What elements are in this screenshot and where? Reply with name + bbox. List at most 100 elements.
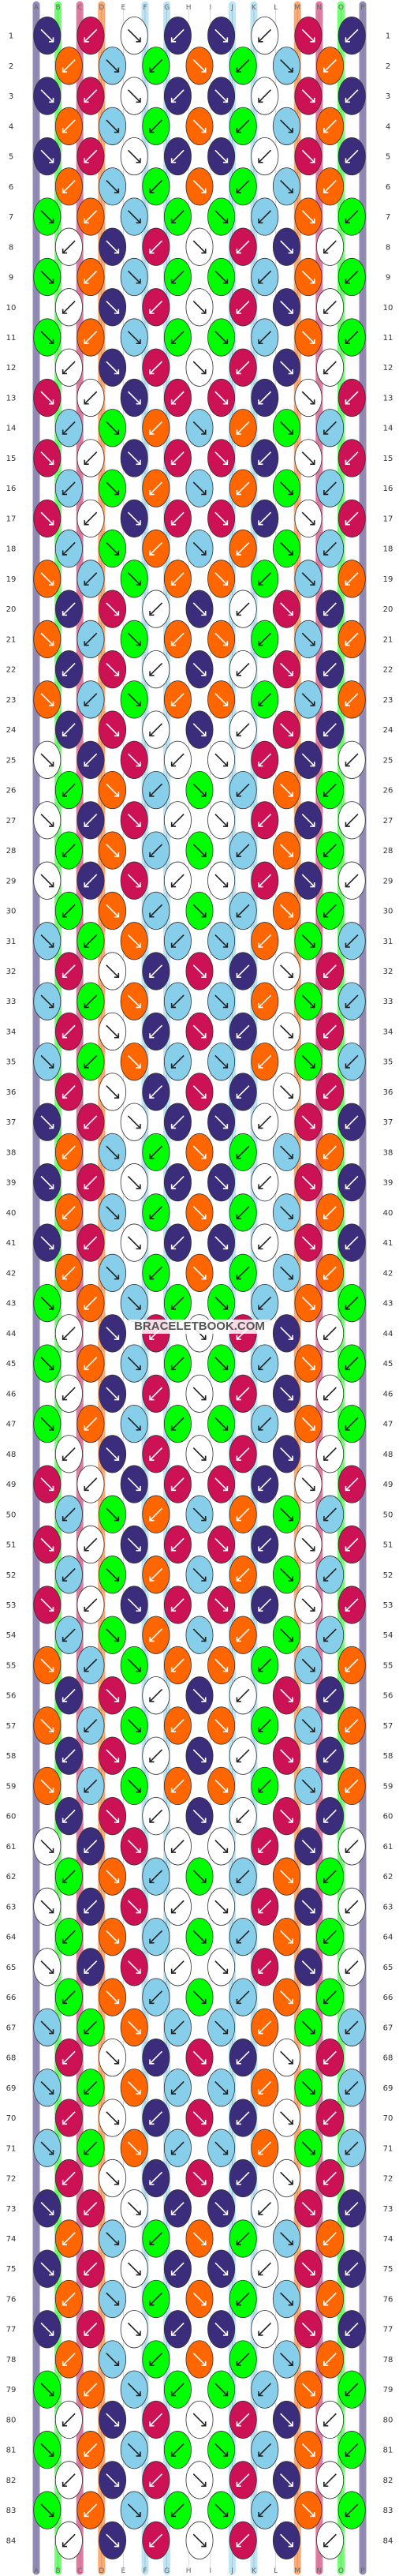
knot-arrowhead-icon xyxy=(323,1516,329,1522)
knot xyxy=(185,1495,214,1533)
knot-arrowhead-icon xyxy=(236,610,241,616)
knot-arrow-icon xyxy=(149,300,163,314)
knot-arrowhead-icon xyxy=(345,459,350,465)
knot-arrowhead-icon xyxy=(84,942,89,948)
row-number-left: 72 xyxy=(6,2175,17,2184)
knot-arrow-icon xyxy=(345,934,359,948)
knot-arrow-icon xyxy=(214,2141,228,2155)
knot xyxy=(229,710,257,749)
knot-arrowhead-icon xyxy=(310,1606,315,1612)
knot xyxy=(229,469,257,507)
knot-arrow-icon xyxy=(149,2292,163,2306)
knot xyxy=(54,2400,83,2439)
knot-arrow-icon xyxy=(214,1054,228,1069)
knot xyxy=(142,1073,170,1111)
knot-arrow-icon xyxy=(171,1175,185,1189)
row-number-right: 58 xyxy=(383,1752,393,1761)
row-number-left: 2 xyxy=(9,62,13,71)
knot xyxy=(120,620,148,658)
knot xyxy=(251,861,279,900)
knot xyxy=(185,891,214,930)
knot xyxy=(76,861,105,900)
knot-arrowhead-icon xyxy=(310,2089,315,2095)
knot-arrowhead-icon xyxy=(258,2391,263,2397)
knot xyxy=(33,1103,62,1141)
knot-arrow-icon xyxy=(106,2353,119,2366)
knot-arrowhead-icon xyxy=(49,2511,54,2518)
knot-arrowhead-icon xyxy=(84,1063,89,1069)
knot-arrow-icon xyxy=(84,874,98,888)
knot xyxy=(185,409,214,447)
knot xyxy=(229,409,257,447)
knot-arrow-icon xyxy=(323,844,337,857)
knot-arrowhead-icon xyxy=(236,1275,241,1280)
knot-arrow-icon xyxy=(214,2081,228,2095)
knot-arrowhead-icon xyxy=(236,429,241,435)
row-number-right: 36 xyxy=(383,1088,393,1097)
knot-arrow-icon xyxy=(258,2141,272,2155)
knot-arrowhead-icon xyxy=(136,399,141,405)
knot-arrowhead-icon xyxy=(258,1184,263,1189)
knot-arrowhead-icon xyxy=(49,37,54,43)
knot-arrowhead-icon xyxy=(170,1908,177,1914)
knot-arrow-icon xyxy=(84,1417,98,1431)
knot-arrowhead-icon xyxy=(222,762,229,767)
row-number-left: 24 xyxy=(6,726,17,735)
knot xyxy=(207,1223,236,1262)
knot-arrow-icon xyxy=(345,391,359,405)
knot-arrow-icon xyxy=(345,451,359,465)
knot xyxy=(337,1586,366,1624)
knot xyxy=(316,2521,345,2559)
knot xyxy=(76,740,105,779)
knot xyxy=(163,1163,192,1202)
knot-arrow-icon xyxy=(62,1507,76,1522)
knot-arrowhead-icon xyxy=(345,762,350,767)
knot-arrow-icon xyxy=(127,1960,141,1974)
knot xyxy=(272,1918,300,1956)
knot xyxy=(272,1857,300,1896)
knot-arrow-icon xyxy=(280,2413,293,2427)
knot-arrow-icon xyxy=(106,2111,119,2125)
knot-arrow-icon xyxy=(149,240,163,254)
knot-arrowhead-icon xyxy=(170,882,177,888)
knot-arrow-icon xyxy=(280,1024,293,1039)
knot xyxy=(99,1918,127,1956)
row-number-right: 44 xyxy=(383,1330,393,1339)
knot-arrow-icon xyxy=(106,1809,119,1823)
knot-arrowhead-icon xyxy=(345,399,350,405)
knot-arrow-icon xyxy=(171,1296,185,1310)
knot xyxy=(142,530,170,568)
knot-arrow-icon xyxy=(84,2201,98,2215)
knot-arrow-icon xyxy=(149,1024,163,1039)
knot-arrowhead-icon xyxy=(288,1154,293,1159)
row-number-left: 41 xyxy=(6,1239,17,1248)
knot xyxy=(207,2189,236,2228)
knot-arrowhead-icon xyxy=(136,1365,141,1371)
row-number-left: 75 xyxy=(6,2265,17,2274)
knot-arrow-icon xyxy=(40,994,54,1009)
knot xyxy=(33,2310,62,2349)
knot-arrow-icon xyxy=(258,210,272,223)
knot xyxy=(272,590,300,628)
knot-arrowhead-icon xyxy=(258,1727,263,1732)
knot-arrowhead-icon xyxy=(149,2301,155,2306)
knot-arrow-icon xyxy=(301,2020,315,2035)
knot-arrow-icon xyxy=(149,1206,163,1219)
knot xyxy=(337,378,366,417)
knot xyxy=(163,257,192,297)
knot xyxy=(76,257,105,297)
knot-arrowhead-icon xyxy=(201,2119,207,2125)
knot xyxy=(251,137,279,176)
knot-arrowhead-icon xyxy=(236,490,241,496)
knot xyxy=(120,1103,148,1141)
row-number-right: 54 xyxy=(383,1631,393,1640)
knot-arrowhead-icon xyxy=(258,1425,263,1431)
knot-arrowhead-icon xyxy=(149,1093,155,1099)
knot-arrow-icon xyxy=(236,2473,250,2487)
column-letter-top: L xyxy=(274,4,278,12)
knot-arrowhead-icon xyxy=(62,1758,68,1763)
knot-arrowhead-icon xyxy=(49,882,54,888)
row-number-right: 4 xyxy=(386,122,390,131)
knot xyxy=(120,2431,148,2469)
knot xyxy=(316,348,345,387)
